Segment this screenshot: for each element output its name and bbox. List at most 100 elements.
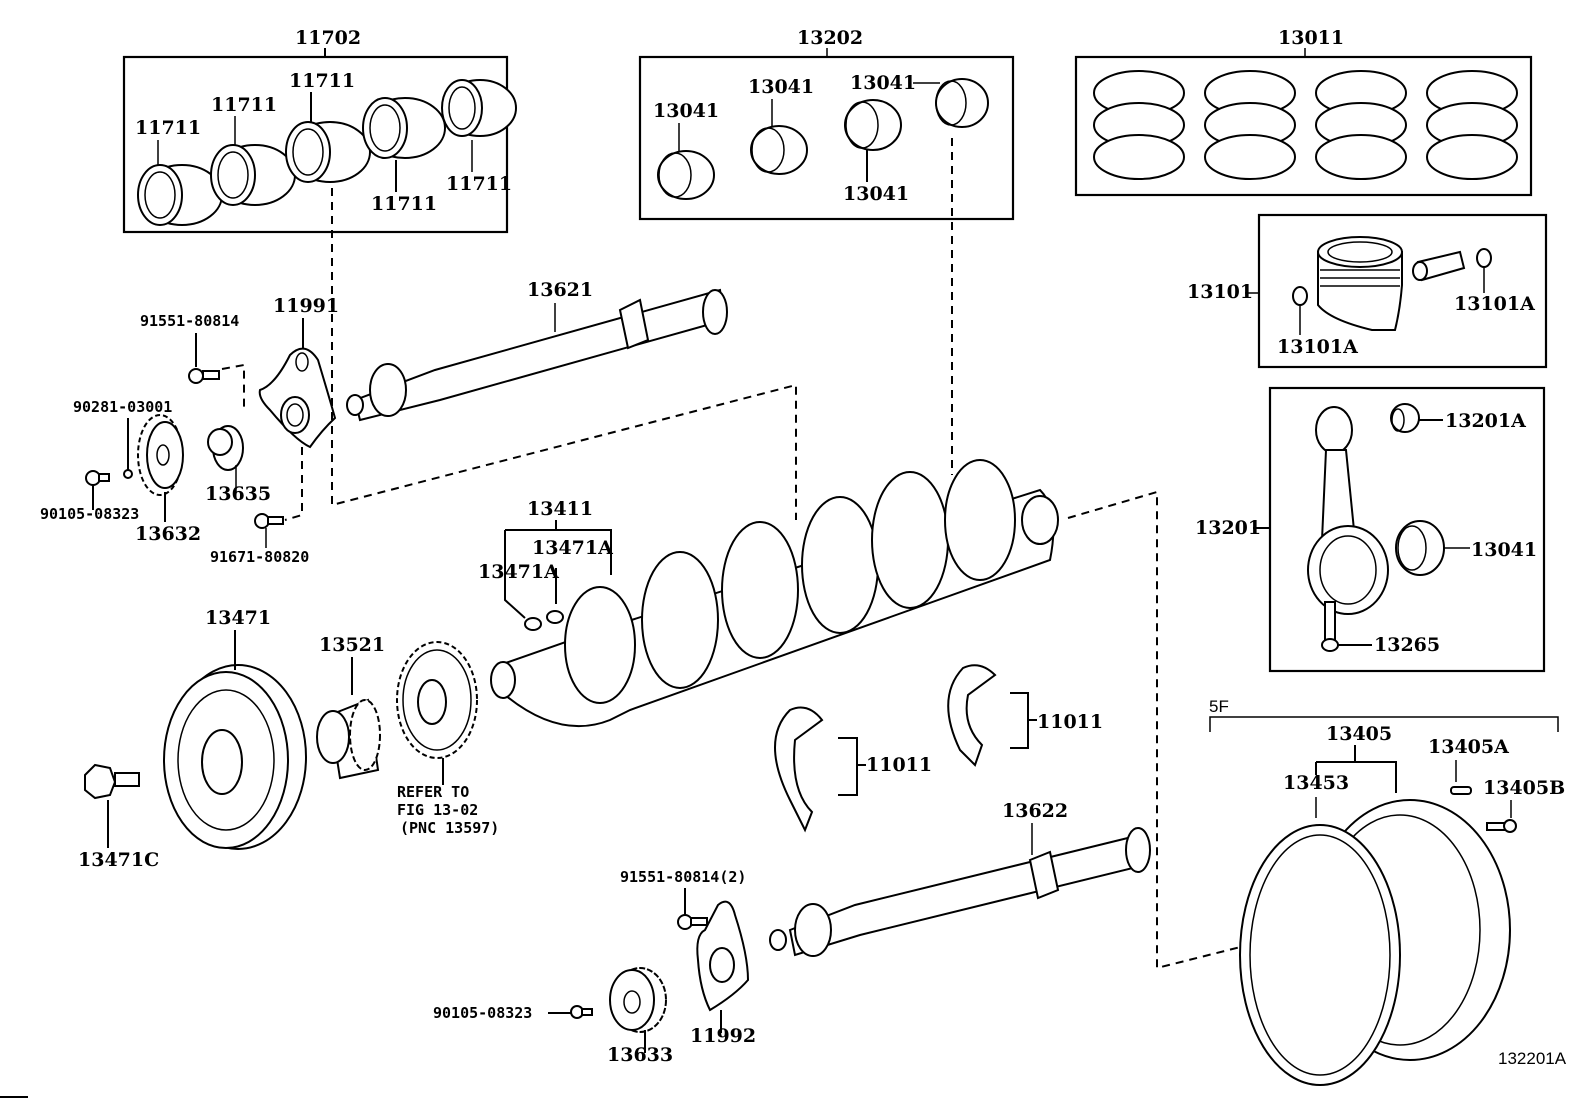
conrod-bushing-label[interactable]: 13201A [1445,410,1526,432]
conrod-bolt-label[interactable]: 13265 [1374,634,1440,656]
group-5f-label: 5F [1209,697,1229,716]
conrod-bearing-label[interactable]: 13041 [1471,539,1537,561]
conrod-bearing-2[interactable] [750,125,808,175]
flywheel-pin[interactable] [1450,786,1472,795]
balance-shaft-2[interactable] [769,827,1151,957]
conrod-bearing-4-label[interactable]: 13041 [850,72,916,94]
connecting-rod[interactable] [1307,406,1389,615]
crank-gear[interactable] [316,698,381,780]
crank-pulley[interactable] [163,664,307,850]
bolt-gear-upper[interactable] [85,470,110,486]
thrust-washer-1-label[interactable]: 11011 [866,754,932,776]
crankshaft-label[interactable]: 13411 [527,498,593,520]
bolt-gear-lower[interactable] [570,1005,593,1019]
connecting-rod-box [1268,386,1546,673]
conrod-bearing-3[interactable] [844,99,902,151]
bolt-bracket-upper-label[interactable]: 91671-80820 [210,548,309,566]
conrod-bearing-1-label[interactable]: 13041 [653,100,719,122]
ring-gear[interactable] [1239,824,1401,1086]
piston-ring-stack-4[interactable] [1426,70,1518,180]
thrust-washer-1[interactable] [774,706,824,833]
bushing-label[interactable]: 13635 [205,483,271,505]
flywheel-bolt-label[interactable]: 13405B [1483,777,1565,799]
main-bearing-1[interactable] [137,164,223,226]
main-bearing-4[interactable] [362,97,446,159]
timing-sprocket[interactable] [396,641,478,759]
crank-pulley-label[interactable]: 13471 [205,607,271,629]
bolt-bracket-upper[interactable] [254,513,284,529]
main-bearing-5-label[interactable]: 11711 [446,173,512,195]
conrod-bearing-3-label[interactable]: 13041 [843,183,909,205]
conrod-bolt[interactable] [1321,601,1339,652]
flywheel-pin-label[interactable]: 13405A [1428,736,1509,758]
main-bearing-3-label[interactable]: 11711 [289,70,355,92]
crank-key-a-label[interactable]: 13471A [532,537,613,559]
piston-group: 13101 13101A 13101A [1187,213,1548,369]
refer-note-line-3[interactable]: (PNC 13597) [400,819,499,837]
crank-key-b-label[interactable]: 13471A [478,561,559,583]
main-bearing-1-label[interactable]: 11711 [135,117,201,139]
conrod-bearing-2-label[interactable]: 13041 [748,76,814,98]
bolt-lower[interactable] [677,914,708,930]
thrust-washer-2-label[interactable]: 11011 [1037,711,1103,733]
main-bearing-4-label[interactable]: 11711 [371,193,437,215]
gear-upper-label[interactable]: 13632 [135,523,201,545]
crank-key-a[interactable] [546,610,564,624]
bolt-upper[interactable] [188,368,220,384]
refer-note-line-2[interactable]: FIG 13-02 [397,801,478,819]
bushing[interactable] [207,425,244,471]
main-bearing-3[interactable] [285,121,371,183]
conrod-bearing-4[interactable] [935,78,989,128]
conrod-bushing[interactable] [1390,403,1420,433]
bracket-upper[interactable] [258,347,337,449]
bolt-gear-upper-label[interactable]: 90105-08323 [40,505,139,523]
conrod-bearing-set-label[interactable]: 13202 [797,27,863,49]
snap-ring-right[interactable] [1476,248,1492,268]
snap-ring-left-label[interactable]: 13101A [1277,336,1358,358]
balance-shaft-1-label[interactable]: 13621 [527,279,593,301]
bracket-upper-label[interactable]: 11991 [273,295,339,317]
flywheel-group: 5F 13405 13453 13405A 13405B [1209,697,1565,1086]
main-bearing-set-label[interactable]: 11702 [295,27,361,49]
pin[interactable] [123,469,133,479]
connecting-rod-label[interactable]: 13201 [1195,517,1261,539]
crank-key-b[interactable] [524,617,542,631]
gear-lower[interactable] [609,967,667,1033]
pin-label[interactable]: 90281-03001 [73,398,172,416]
piston-label[interactable]: 13101 [1187,281,1253,303]
conrod-bearing-1[interactable] [657,150,715,200]
piston-ring-set-box [1074,55,1533,197]
piston-ring-stack-1[interactable] [1093,70,1185,180]
crank-gear-label[interactable]: 13521 [319,634,385,656]
bolt-lower-label[interactable]: 91551-80814(2) [620,868,746,886]
thrust-washer-2[interactable] [947,664,997,767]
piston[interactable] [1317,236,1403,331]
snap-ring-left[interactable] [1292,286,1308,306]
flywheel-bolt[interactable] [1486,819,1517,833]
piston-ring-set-label[interactable]: 13011 [1278,27,1344,49]
gear-lower-label[interactable]: 13633 [607,1044,673,1066]
gear-upper[interactable] [137,414,184,496]
pulley-bolt-label[interactable]: 13471C [78,849,159,871]
main-bearing-2-label[interactable]: 11711 [211,94,277,116]
balance-shaft-1[interactable] [346,288,728,422]
guide-line-main [331,188,797,520]
piston-ring-stack-2[interactable] [1204,70,1296,180]
main-bearing-5[interactable] [441,79,517,137]
conrod-bearing[interactable] [1395,520,1445,576]
crankshaft[interactable] [490,459,1059,728]
conrod-bearing-set-box [638,55,1015,221]
bolt-gear-lower-label[interactable]: 90105-08323 [433,1004,532,1022]
piston-ring-stack-3[interactable] [1315,70,1407,180]
bracket-lower[interactable] [696,900,750,1012]
main-bearing-2[interactable] [210,144,296,206]
connecting-rod-group: 13201 13201A 13041 13265 [1195,386,1546,673]
flywheel-label[interactable]: 13405 [1326,723,1392,745]
pulley-bolt[interactable] [84,763,140,800]
bolt-upper-label[interactable]: 91551-80814 [140,312,239,330]
snap-ring-right-label[interactable]: 13101A [1454,293,1535,315]
bracket-lower-label[interactable]: 11992 [690,1025,756,1047]
ring-gear-label[interactable]: 13453 [1283,772,1349,794]
balance-shaft-2-label[interactable]: 13622 [1002,800,1068,822]
piston-pin[interactable] [1412,250,1466,282]
